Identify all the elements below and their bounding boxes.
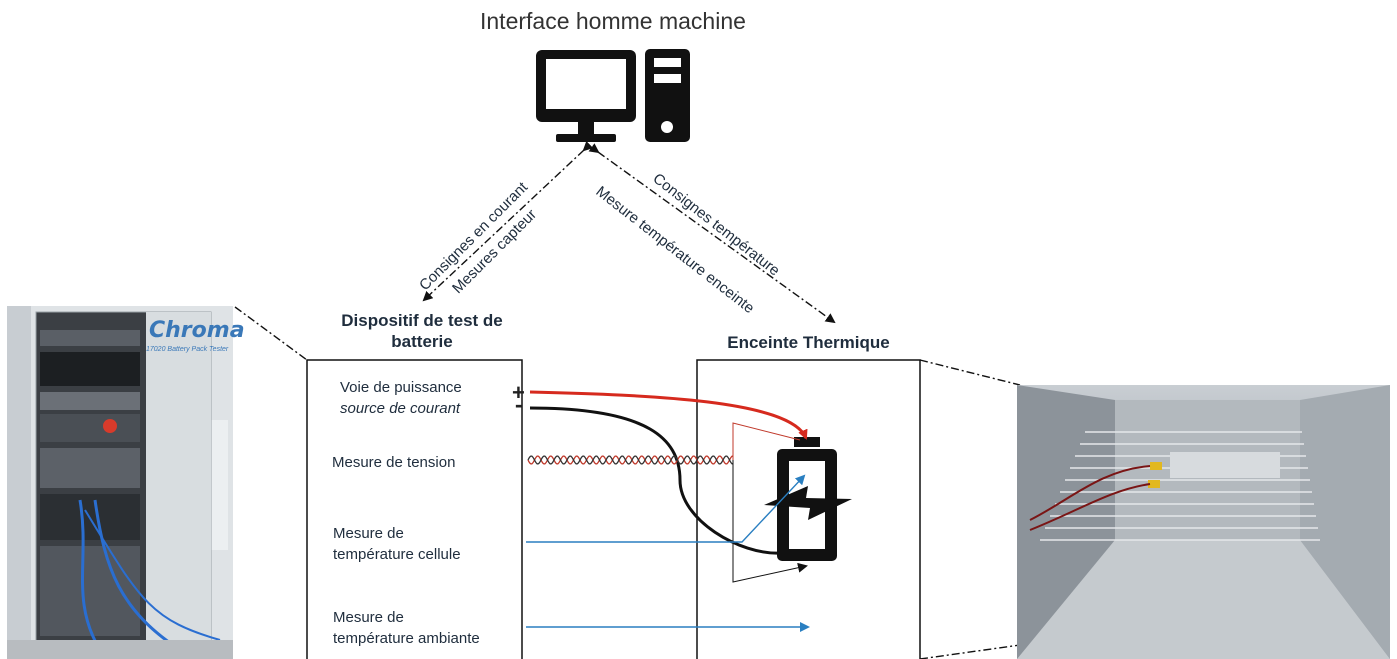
voltage-measure-label: Mesure de tension	[332, 454, 456, 471]
ambient-temp-label: Mesure de température ambiante	[333, 607, 480, 649]
thermal-chamber-title: Enceinte Thermique	[727, 333, 890, 352]
link-lines	[234, 140, 1021, 659]
tester-brand-logo: Chroma	[149, 318, 245, 343]
cell-temp-line2: température cellule	[333, 546, 461, 563]
tester-model-label: 17020 Battery Pack Tester	[146, 346, 229, 353]
battery-tester-box	[306, 359, 523, 659]
ambient-temp-line2: température ambiante	[333, 630, 480, 647]
battery-tester-title: Dispositif de test de batterie	[307, 310, 537, 352]
computer-icon	[536, 49, 690, 142]
hmi-title: Interface homme machine	[480, 8, 746, 34]
power-channel-label: Voie de puissance source de courant	[340, 377, 462, 419]
battery-tester-title-line2: batterie	[391, 332, 453, 351]
cell-temp-wire	[526, 474, 806, 543]
battery-tester-photo	[7, 306, 233, 659]
negative-wire	[529, 406, 781, 555]
voltage-sense-lines	[732, 422, 801, 460]
power-channel-text: Voie de puissance	[340, 379, 462, 396]
power-channel-subtext: source de courant	[340, 400, 461, 417]
ambient-temp-line1: Mesure de	[333, 609, 404, 626]
positive-wire	[529, 390, 808, 440]
voltage-sense-lines-neg	[732, 460, 808, 583]
plus-terminal: +	[512, 380, 525, 405]
cell-temp-line1: Mesure de	[333, 525, 404, 542]
voltage-twisted-pair	[527, 455, 734, 465]
battery-tester-title-line1: Dispositif de test de	[341, 311, 503, 330]
thermal-chamber-photo	[1017, 385, 1390, 659]
minus-terminal: -	[515, 392, 523, 417]
cell-temp-label: Mesure de température cellule	[333, 523, 461, 565]
